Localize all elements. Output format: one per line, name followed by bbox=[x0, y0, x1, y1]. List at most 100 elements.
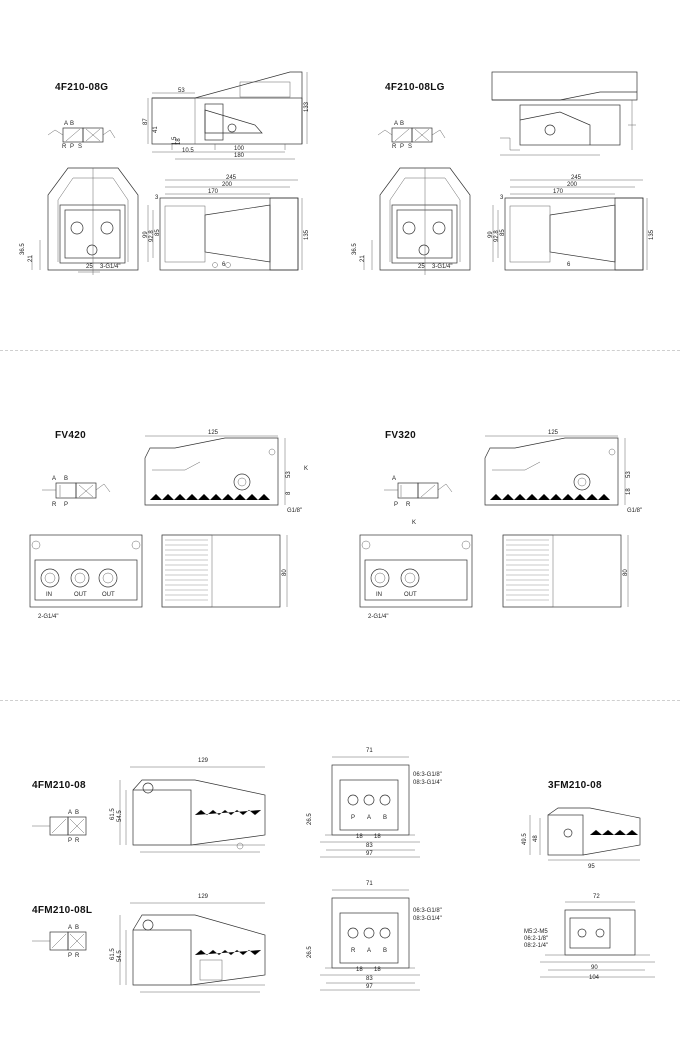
port-a-label: A bbox=[367, 815, 372, 821]
fv420-side-view bbox=[144, 435, 286, 506]
dim-label: 87 bbox=[143, 118, 149, 125]
port-a-label: A bbox=[68, 925, 73, 931]
dim-label: 129 bbox=[198, 758, 209, 764]
dim-label: 26.5 bbox=[307, 813, 313, 825]
dim-label: 53 bbox=[178, 88, 185, 94]
port-s-label: S bbox=[408, 144, 413, 150]
port-b-label: B bbox=[400, 121, 405, 127]
port-r-label: R bbox=[392, 144, 397, 150]
port-a-label: A bbox=[64, 121, 69, 127]
4fm210-08-side-view bbox=[119, 766, 266, 853]
port-thread-label: 06:2-1/8" bbox=[524, 936, 549, 942]
dim-label: 170 bbox=[208, 189, 219, 195]
port-thread-label: 08:3-G1/4" bbox=[413, 780, 442, 786]
4f210-08lg-top-view bbox=[492, 179, 648, 271]
fv420-valve-symbol bbox=[42, 482, 111, 499]
port-in-label: IN bbox=[46, 592, 52, 598]
port-p-label: P bbox=[70, 144, 75, 150]
port-thread-label: 2-G1/4" bbox=[368, 614, 389, 620]
4fm210-08l-front-view bbox=[320, 889, 420, 991]
port-a-label: A bbox=[52, 476, 57, 482]
dim-label: 71 bbox=[366, 881, 373, 887]
dim-label: 18 bbox=[356, 834, 363, 840]
port-r-label: R bbox=[75, 953, 80, 959]
dim-label: 36.5 bbox=[352, 243, 358, 255]
dim-label: 61.5 bbox=[110, 808, 116, 820]
port-out-label: OUT bbox=[102, 592, 115, 598]
port-p-label: P bbox=[394, 502, 399, 508]
4fm210-08-front-view bbox=[320, 756, 420, 858]
model-4fm210-08l-label: 4FM210-08L bbox=[32, 905, 93, 916]
port-r-label: R bbox=[75, 838, 80, 844]
port-b-label: B bbox=[383, 948, 388, 954]
dim-label: 71 bbox=[366, 748, 373, 754]
4f210-08g-side-view bbox=[147, 71, 308, 160]
port-a-label: A bbox=[392, 476, 397, 482]
dim-label: 21 bbox=[360, 255, 366, 262]
port-p-label: P bbox=[400, 144, 405, 150]
dim-label: 53 bbox=[286, 471, 292, 478]
port-p-label: P bbox=[68, 838, 73, 844]
4f210-08lg-side-view bbox=[491, 71, 638, 156]
k-label: K bbox=[304, 466, 309, 472]
dim-label: 18 bbox=[374, 834, 381, 840]
port-thread-label: 08:3-G1/4" bbox=[413, 916, 442, 922]
dim-label: 180 bbox=[234, 153, 245, 159]
4f210-08lg-valve-symbol bbox=[377, 127, 446, 143]
dim-label: 83 bbox=[366, 976, 373, 982]
4fm210-08-valve-symbol bbox=[32, 816, 87, 836]
port-thread-label: 2-G1/4" bbox=[38, 614, 59, 620]
fv420-front-view bbox=[29, 534, 143, 608]
dim-label: 6 bbox=[567, 262, 571, 268]
dim-label: 245 bbox=[571, 175, 582, 181]
dim-label: 135 bbox=[304, 229, 310, 240]
model-fv420-label: FV420 bbox=[55, 430, 86, 441]
4fm210-08l-valve-symbol bbox=[32, 931, 87, 951]
dim-label: 83 bbox=[366, 843, 373, 849]
port-r-label: R bbox=[406, 502, 411, 508]
dim-label: 3 bbox=[500, 195, 504, 201]
port-out-label: OUT bbox=[74, 592, 87, 598]
port-r-label: R bbox=[351, 948, 356, 954]
dim-label: 25 bbox=[86, 264, 93, 270]
port-thread-label: G1/8" bbox=[627, 508, 643, 514]
dim-label: 61.5 bbox=[110, 948, 116, 960]
port-a-label: A bbox=[367, 948, 372, 954]
dim-label: 36.5 bbox=[20, 243, 26, 255]
model-4f210-08lg-label: 4F210-08LG bbox=[385, 82, 445, 93]
model-fv320-label: FV320 bbox=[385, 430, 416, 441]
dim-label: 125 bbox=[548, 430, 559, 436]
port-thread-label: M5:2-M5 bbox=[524, 929, 548, 935]
port-p-label: P bbox=[351, 815, 356, 821]
port-r-label: R bbox=[52, 502, 57, 508]
dim-label: 21 bbox=[28, 255, 34, 262]
port-thread-label: 3-G1/4" bbox=[100, 264, 121, 270]
port-thread-label: 06:3-G1/8" bbox=[413, 772, 442, 778]
dim-label: 54.5 bbox=[117, 810, 123, 822]
port-out-label: OUT bbox=[404, 592, 417, 598]
section-divider bbox=[0, 700, 680, 701]
dim-label: 54.5 bbox=[117, 950, 123, 962]
port-b-label: B bbox=[383, 815, 388, 821]
dim-label: 135 bbox=[649, 229, 655, 240]
port-b-label: B bbox=[64, 476, 69, 482]
3fm210-08-side-view bbox=[529, 807, 641, 861]
dim-label: 48 bbox=[533, 835, 539, 842]
dim-label: 18 bbox=[374, 967, 381, 973]
dim-label: 49.5 bbox=[522, 833, 528, 845]
dim-label: 1.5 bbox=[172, 136, 178, 145]
section-divider bbox=[0, 350, 680, 351]
dim-label: 133 bbox=[304, 101, 310, 112]
dim-label: 18 bbox=[356, 967, 363, 973]
fv320-valve-symbol bbox=[384, 482, 453, 499]
4f210-08lg-front-view bbox=[363, 167, 471, 275]
dim-label: 129 bbox=[198, 894, 209, 900]
fv320-front-view bbox=[359, 534, 473, 608]
dim-label: 25 bbox=[418, 264, 425, 270]
dim-label: 18 bbox=[626, 488, 632, 495]
dim-label: 95 bbox=[588, 864, 595, 870]
model-4f210-08g-label: 4F210-08G bbox=[55, 82, 109, 93]
dim-label: 3 bbox=[155, 195, 159, 201]
